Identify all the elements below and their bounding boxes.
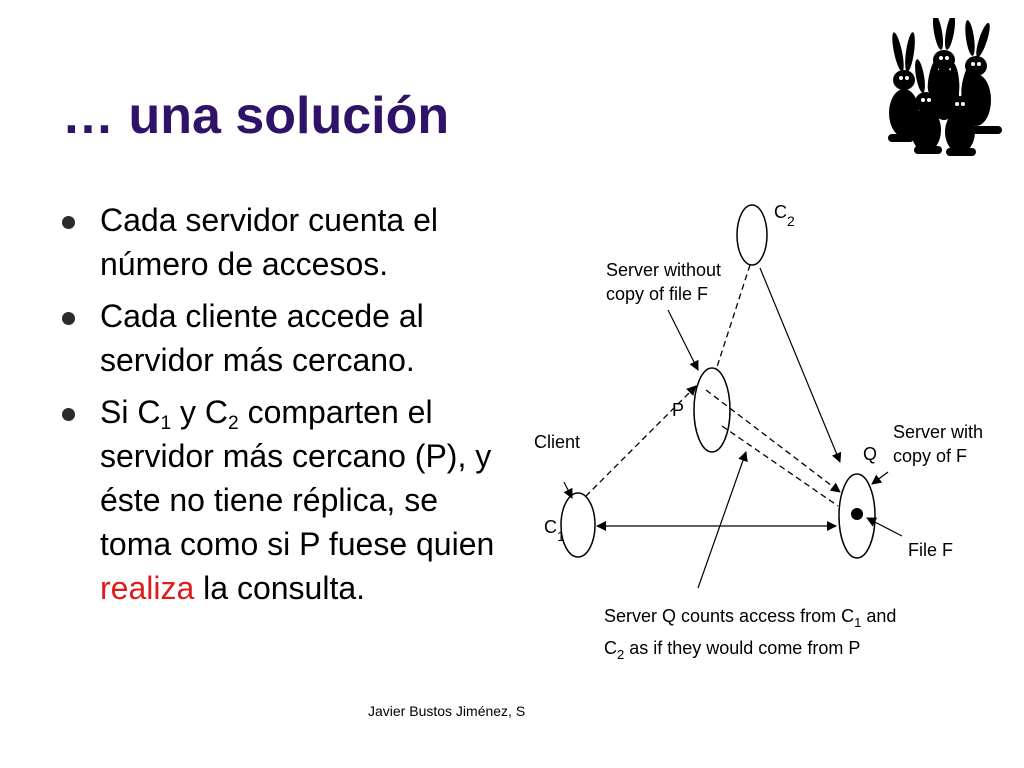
subscript: 2 (228, 412, 239, 434)
bullet-text: Cada cliente accede al servidor más cerc… (100, 298, 424, 378)
label-c1: C1 (544, 517, 565, 544)
bullet-text: Cada servidor cuenta el número de acceso… (100, 202, 438, 282)
bullet-dot-icon (62, 216, 75, 229)
pointer-client (563, 481, 573, 499)
bullet-text-part: comparten el servidor más cercano (P), y… (100, 394, 495, 562)
bullet-list: Cada servidor cuenta el número de acceso… (60, 198, 510, 618)
label-server-without-1: Server without (606, 260, 721, 280)
edge-c2-p (715, 264, 751, 371)
label-server-with-2: copy of F (893, 446, 967, 466)
slide-title: … una solución (62, 87, 450, 145)
caption-line-2: C2 as if they would come from P (604, 638, 860, 662)
node-p (693, 367, 731, 453)
label-p: P (672, 400, 684, 420)
label-q: Q (863, 444, 877, 464)
edge-c1-p (585, 385, 697, 497)
bullet-dot-icon (62, 312, 75, 325)
bullet-dot-icon (62, 408, 75, 421)
label-server-without-2: copy of file F (606, 284, 708, 304)
pointer-server-without (667, 309, 699, 371)
bullet-item: Cada servidor cuenta el número de acceso… (60, 198, 510, 286)
pointer-server-with (871, 471, 889, 485)
rabbits-logo-icon (888, 18, 1002, 156)
pointer-caption (697, 451, 748, 589)
network-diagram: C2 Server without copy of file F P Clien… (534, 202, 983, 662)
file-f-dot (851, 508, 863, 520)
edge-p-q-1 (705, 389, 841, 493)
footer-text: Javier Bustos Jiménez, S (368, 703, 526, 719)
node-c2 (736, 204, 768, 266)
label-file-f: File F (908, 540, 953, 560)
caption-line-1: Server Q counts access from C1 and (604, 606, 896, 630)
bullet-text-part: y C (171, 394, 229, 430)
bullet-item: Si C1 y C2 comparten el servidor más cer… (60, 390, 510, 610)
bullet-text-part: Si C (100, 394, 161, 430)
subscript: 1 (160, 412, 172, 434)
label-c2: C2 (774, 202, 795, 229)
node-q (838, 473, 876, 559)
edge-q-c2 (759, 267, 842, 463)
highlight-text: realiza (100, 570, 195, 606)
bullet-item: Cada cliente accede al servidor más cerc… (60, 294, 510, 382)
label-server-with-1: Server with (893, 422, 983, 442)
pointer-file-f (866, 517, 903, 537)
node-c1 (560, 492, 596, 558)
bullet-text-part: la consulta. (194, 570, 366, 606)
label-client: Client (534, 432, 580, 452)
edge-p-q-2 (721, 425, 839, 507)
